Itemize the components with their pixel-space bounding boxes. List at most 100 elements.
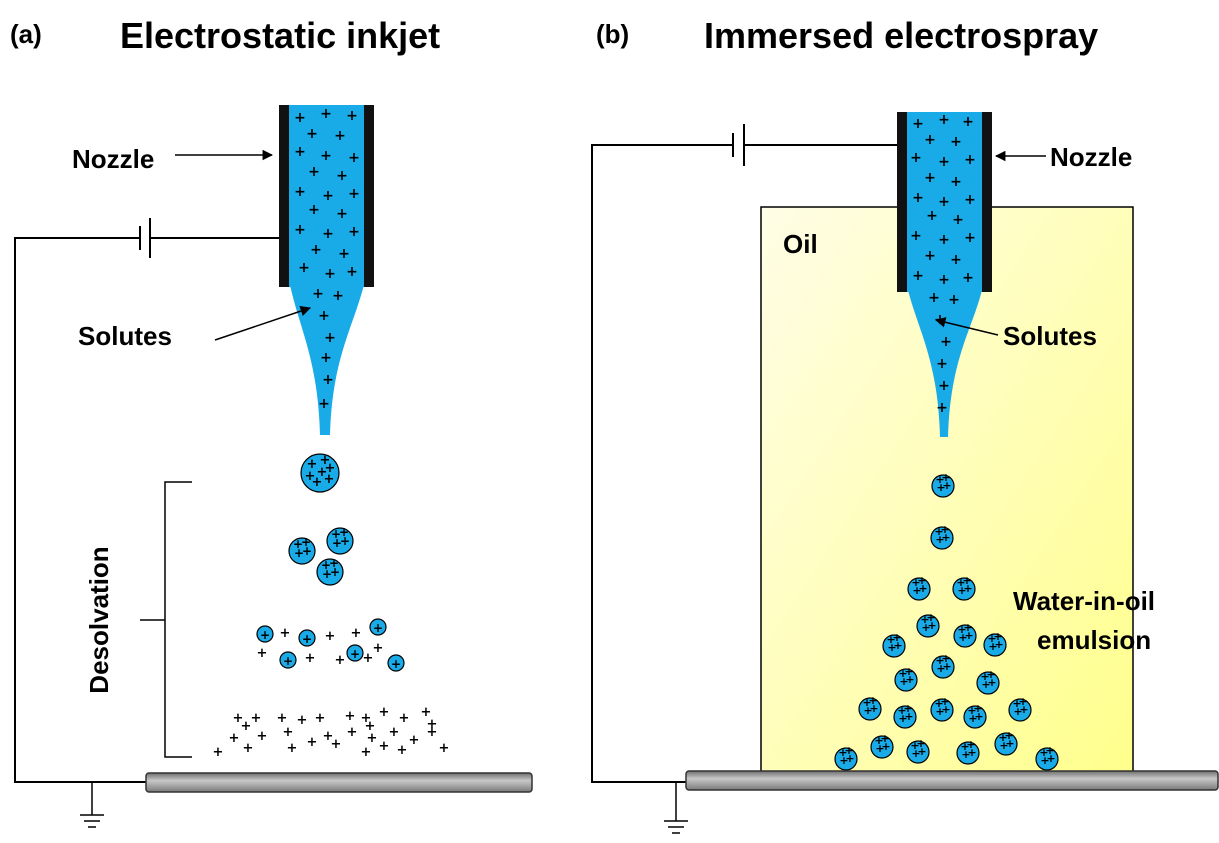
nozzle-charge-plus: + [940,334,952,350]
charge-plus: + [941,531,950,544]
charged-droplet: ++++ [906,737,930,764]
charge-plus: + [911,576,920,589]
solutes-label-a: Solutes [78,321,172,351]
charge-plus: + [301,535,311,549]
nozzle-charge-plus: + [348,224,360,240]
charged-droplet: ++++ [1008,695,1032,722]
charge-plus: + [1046,752,1055,765]
nozzle-charge-plus: + [924,248,936,264]
substrate-a [145,772,533,793]
charged-droplet: + [387,654,405,672]
nozzle-charge-plus: + [938,194,950,210]
charge-plus: + [905,673,914,686]
nozzle-a: ++++++++++++++++++++++++++++++ [279,105,374,435]
charge-plus: + [958,631,967,644]
nozzle-charge-plus: + [910,228,922,244]
charged-droplet: ++++ [882,631,906,658]
droplet-body [882,634,906,658]
charge-plus: + [332,536,342,550]
nozzle-charge-plus: + [338,246,350,262]
emulsion-label-line1: Water-in-oil [1013,586,1155,616]
charged-droplet: ++++ [952,574,976,601]
charged-droplet: ++++ [858,694,882,721]
charge-plus: + [998,731,1007,744]
free-ion-plus: + [379,739,390,754]
droplet-body [279,651,297,669]
nozzle-charge-plus: + [962,270,974,286]
nozzle-liquid-b [906,112,982,292]
free-ion-plus: + [277,711,288,726]
free-ion-plus: + [379,705,390,720]
panel-b: (b) Immersed electrospray Oil ++++++++++… [591,15,1219,834]
charged-droplet: + [346,644,364,662]
charge-plus: + [987,632,996,645]
charge-plus: + [897,704,906,717]
droplet-body [326,527,354,555]
free-ion-plus: + [389,725,400,740]
circuit-wire-a [14,237,280,783]
charge-plus: + [898,712,907,725]
charge-plus: + [863,704,872,717]
charge-plus: + [911,747,920,760]
charge-plus: + [868,694,877,707]
nozzle-charge-plus: + [334,128,346,144]
droplet-body [931,474,955,498]
nozzle-charge-plus: + [934,312,946,328]
charge-plus: + [887,641,896,654]
free-ion-plus: + [361,711,372,726]
panel-a-title: Electrostatic inkjet [120,15,440,56]
charge-plus: + [941,471,950,484]
charge-plus: + [942,660,951,673]
free-ion-plus: + [331,737,342,752]
charge-plus: + [935,473,944,486]
nozzle-charge-plus: + [346,264,358,280]
charged-droplet: ++++ [916,611,940,638]
droplet-body [953,624,977,648]
droplet-body [906,740,930,764]
charge-plus: + [993,630,1002,643]
nozzle-charge-plus: + [348,186,360,202]
charged-droplet: ++++ [983,630,1007,657]
charge-plus: + [974,710,983,723]
circuit-wire-b [591,144,898,783]
nozzle-charge-plus: + [950,134,962,150]
nozzle-charge-plus: + [938,112,950,128]
droplet-body [256,625,274,643]
nozzle-charge-plus: + [912,268,924,284]
charge-plus: + [935,533,944,546]
charge-plus: + [260,628,270,642]
charge-plus: + [325,461,336,476]
charge-plus: + [964,629,973,642]
droplets-a: +++++++++++++++++++++++++ [256,453,405,672]
free-ion-plus: + [335,653,346,668]
charge-plus: + [941,652,950,665]
free-ion-plus: + [280,626,291,641]
charge-plus: + [942,479,951,492]
nozzle-charge-plus: + [924,132,936,148]
battery-icon-b [732,124,745,166]
charge-plus: + [910,739,919,752]
charge-plus: + [912,584,921,597]
nozzle-wall-right-a [364,105,374,287]
nozzle-charge-plus: + [324,266,336,282]
droplet-body [1008,698,1032,722]
nozzle-charge-plus: + [952,212,964,228]
charge-plus: + [956,576,965,589]
free-ion-plus: + [307,735,318,750]
charge-plus: + [973,702,982,715]
charged-droplet: +++++++ [300,453,340,493]
nozzle-charge-plus: + [320,350,332,366]
charge-plus: + [1040,754,1049,767]
free-ion-plus: + [397,743,408,758]
charge-plus: + [935,654,944,667]
droplet-body [930,698,954,722]
charge-plus: + [920,613,929,626]
nozzle-charge-plus: + [332,288,344,304]
charge-plus: + [934,525,943,538]
nozzle-charge-plus: + [294,144,306,160]
charge-plus: + [967,704,976,717]
droplet-body [346,644,364,662]
droplet-body [956,741,980,765]
free-ion-plus: + [367,731,378,746]
oil-label: Oil [783,229,818,259]
